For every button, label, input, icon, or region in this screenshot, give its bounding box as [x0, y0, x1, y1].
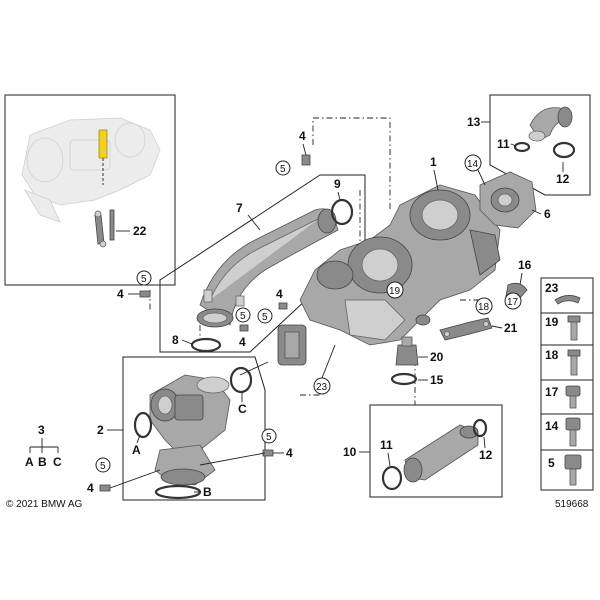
- legend-A: A: [25, 455, 34, 469]
- legend-17: 17: [545, 385, 559, 399]
- label-12-lower: 12: [479, 448, 493, 462]
- label-19-callout: 19: [389, 286, 401, 297]
- diagram-number: 519668: [555, 499, 589, 510]
- turbocharger-assembly: [299, 184, 501, 346]
- label-3: 3: [38, 423, 45, 437]
- ghost-turbo-illustration: [21, 117, 161, 223]
- label-7: 7: [236, 201, 243, 215]
- label-10: 10: [343, 445, 357, 459]
- fitting-20: [395, 336, 419, 366]
- label-6: 6: [544, 207, 551, 221]
- label-8: 8: [172, 333, 179, 347]
- intake-housing-2: [149, 374, 231, 486]
- label-5-top: 5: [280, 164, 286, 175]
- label-13: 13: [467, 115, 481, 129]
- copyright: © 2021 BMW AG: [6, 499, 83, 510]
- label-2: 2: [97, 423, 104, 437]
- label-4-actuator: 4: [276, 287, 283, 301]
- label-12-top: 12: [556, 172, 570, 186]
- legend-B: B: [38, 455, 47, 469]
- label-14-callout: 14: [467, 159, 479, 170]
- label-1: 1: [430, 155, 437, 169]
- fastener-legend: 23 19 18 17 14 5: [540, 277, 594, 491]
- box-13: [489, 94, 591, 196]
- label-B-part: B: [203, 485, 212, 499]
- label-22: 22: [133, 224, 147, 238]
- label-11-lower: 11: [380, 438, 393, 452]
- legend-18: 18: [545, 348, 559, 362]
- label-4-pipe-left: 4: [117, 287, 124, 301]
- label-17-callout: 17: [507, 297, 519, 308]
- label-23-callout: 23: [316, 382, 328, 393]
- bracket-21: [439, 317, 493, 341]
- box-pipe-7: [159, 174, 366, 353]
- label-5-pipe-right: 5: [240, 311, 246, 322]
- pipe-10: [403, 424, 479, 483]
- legend-23: 23: [545, 281, 559, 295]
- label-5-lower-right: 5: [266, 432, 272, 443]
- legend-5: 5: [548, 456, 555, 470]
- label-4-lower-left: 4: [87, 481, 94, 495]
- legend-C: C: [53, 455, 62, 469]
- label-11-top: 11: [497, 137, 510, 151]
- label-9: 9: [334, 177, 341, 191]
- box-2: [122, 356, 266, 501]
- label-18-callout: 18: [478, 302, 490, 313]
- label-4-pipe-right: 4: [239, 335, 246, 349]
- label-5-lower-left: 5: [100, 461, 106, 472]
- actuator: [277, 324, 307, 366]
- label-21: 21: [504, 321, 518, 335]
- label-C-part: C: [238, 402, 247, 416]
- oil-line-part: [94, 209, 115, 248]
- legend-19: 19: [545, 315, 559, 329]
- box-10: [369, 404, 503, 498]
- label-4-lower-right: 4: [286, 446, 293, 460]
- label-20: 20: [430, 350, 444, 364]
- label-15: 15: [430, 373, 444, 387]
- elbow-pipe-13: [528, 106, 573, 142]
- label-4-top: 4: [299, 129, 306, 143]
- label-A-part: A: [132, 443, 141, 457]
- legend-14: 14: [545, 419, 559, 433]
- charge-air-pipe: [196, 208, 339, 328]
- oil-line-highlight: [98, 129, 108, 159]
- label-16: 16: [518, 258, 532, 272]
- wastegate-housing-6: [479, 171, 537, 229]
- inset-frame: [4, 94, 176, 286]
- label-5-actuator: 5: [262, 312, 268, 323]
- label-5-pipe-left: 5: [141, 274, 147, 285]
